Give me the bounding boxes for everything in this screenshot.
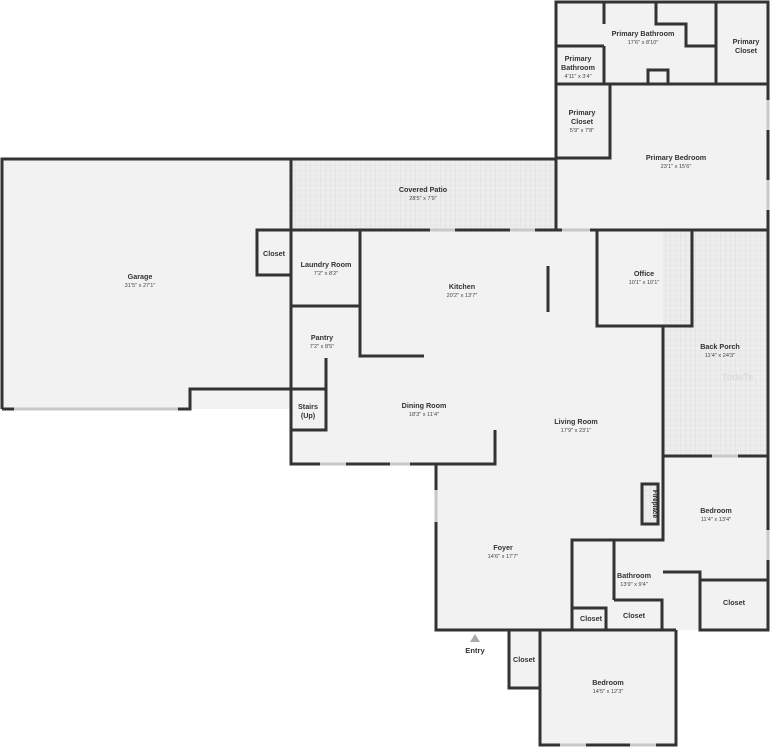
back-porch-floor bbox=[663, 230, 768, 456]
foyer-floor bbox=[436, 456, 768, 630]
kitchen-label: Kitchen bbox=[449, 282, 475, 291]
laundry-inner bbox=[291, 230, 424, 358]
closet-bath-b-label: Closet bbox=[623, 611, 646, 620]
main-floor bbox=[291, 230, 663, 464]
closet-bottom-floor bbox=[509, 630, 540, 688]
pantry-label: Pantry bbox=[311, 333, 333, 342]
laundry-room-label: Laundry Room bbox=[301, 260, 352, 269]
bedroom-bottom-floor bbox=[540, 630, 676, 745]
primary-tub bbox=[646, 68, 670, 84]
laundry-room-dims: 7'2" x 8'2" bbox=[314, 271, 338, 277]
dining-room-label: Dining Room bbox=[402, 401, 447, 410]
covered-patio-dims: 28'5" x 7'9" bbox=[409, 196, 437, 202]
back-porch-dims: 11'4" x 24'3" bbox=[705, 353, 735, 359]
primary-closet-top-label-1: Primary bbox=[733, 37, 760, 46]
entry-label: Entry bbox=[465, 646, 485, 655]
primary-bedroom-dims: 23'1" x 15'6" bbox=[661, 164, 692, 170]
dining-room-dims: 18'3" x 11'4" bbox=[409, 412, 439, 418]
fireplace-label: Fireplace bbox=[651, 490, 658, 519]
office-dims: 10'1" x 10'1" bbox=[629, 280, 660, 286]
kitchen-dims: 20'2" x 13'7" bbox=[447, 293, 478, 299]
bedroom-bottom-wall bbox=[507, 630, 678, 747]
office-wall bbox=[595, 230, 694, 328]
garage-label: Garage bbox=[128, 272, 153, 281]
primary-bath-inner bbox=[556, 2, 718, 84]
primary-bathroom-small-label-2: Bathroom bbox=[561, 63, 595, 72]
bedroom-right-label: Bedroom bbox=[700, 506, 732, 515]
primary-closet-label-2: Closet bbox=[571, 117, 594, 126]
stairs-label-1: Stairs bbox=[298, 402, 318, 411]
floors bbox=[2, 2, 768, 745]
covered-patio-floor bbox=[291, 159, 556, 230]
bathroom-wall bbox=[572, 540, 768, 630]
room-labels: Garage 31'5" x 27'1" Covered Patio 28'5"… bbox=[125, 29, 760, 695]
back-porch-label: Back Porch bbox=[700, 342, 740, 351]
covered-patio-label: Covered Patio bbox=[399, 185, 448, 194]
bedroom-right-dims: 11'4" x 13'4" bbox=[701, 517, 731, 523]
foyer-label: Foyer bbox=[493, 543, 513, 552]
primary-suite-floor bbox=[556, 2, 768, 230]
primary-bathroom-small-label-1: Primary bbox=[565, 54, 592, 63]
primary-bathroom-dims: 17'6" x 8'10" bbox=[628, 40, 659, 46]
stairs-label-2: (Up) bbox=[301, 411, 316, 420]
windows bbox=[14, 100, 770, 747]
primary-closet-wall bbox=[556, 84, 612, 160]
bathroom-dims: 13'9" x 9'4" bbox=[620, 582, 648, 588]
primary-closet-dims: 5'9" x 7'8" bbox=[570, 128, 594, 134]
fireplace-box bbox=[640, 482, 660, 526]
closet-garage-label: Closet bbox=[263, 249, 286, 258]
garage-floor bbox=[2, 159, 291, 409]
entry-arrow-icon bbox=[470, 634, 480, 642]
closet-right-label: Closet bbox=[723, 598, 746, 607]
primary-bedroom-label: Primary Bedroom bbox=[646, 153, 706, 162]
primary-bathroom-label: Primary Bathroom bbox=[612, 29, 675, 38]
foyer-dims: 14'6" x 17'7" bbox=[488, 554, 519, 560]
living-room-label: Living Room bbox=[554, 417, 598, 426]
closet-bath-a-label: Closet bbox=[580, 614, 603, 623]
bedroom-bottom-label: Bedroom bbox=[592, 678, 624, 687]
pantry-dims: 7'2" x 8'5" bbox=[310, 344, 334, 350]
primary-closet-top-label-2: Closet bbox=[735, 46, 758, 55]
primary-bathroom-small-dims: 4'11" x 3'4" bbox=[564, 74, 591, 80]
garage-wall bbox=[0, 157, 293, 409]
closet-bottom-label: Closet bbox=[513, 655, 536, 664]
office-label: Office bbox=[634, 269, 654, 278]
bedroom-bottom-dims: 14'5" x 12'3" bbox=[593, 689, 624, 695]
garage-dims: 31'5" x 27'1" bbox=[125, 283, 156, 289]
bathroom-label: Bathroom bbox=[617, 571, 651, 580]
primary-closet-label-1: Primary bbox=[569, 108, 596, 117]
pantry-wall bbox=[291, 358, 328, 432]
watermark: TodoTe bbox=[722, 372, 753, 382]
living-room-dims: 17'9" x 23'1" bbox=[561, 428, 592, 434]
